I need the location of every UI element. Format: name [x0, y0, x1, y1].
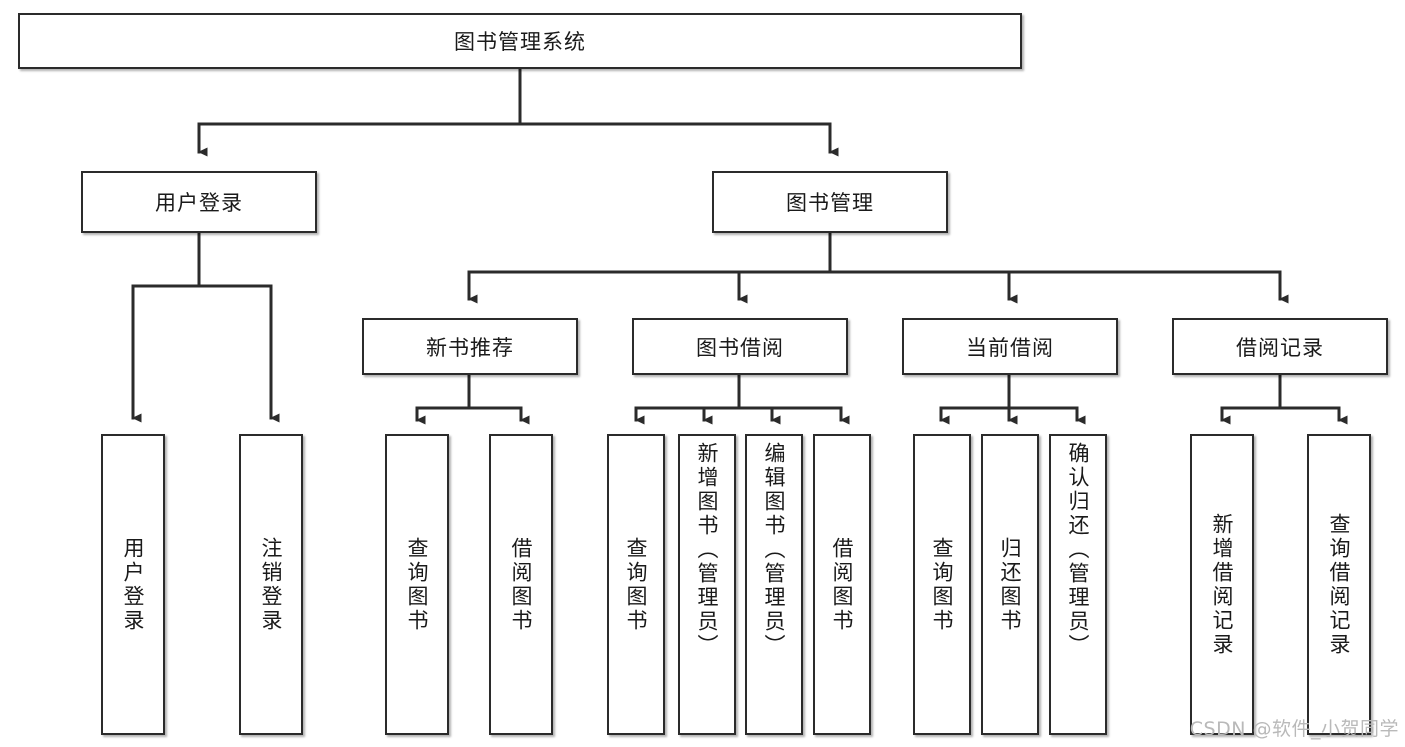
node-label: 借阅记录 [1236, 335, 1324, 360]
node-leaf-confirm-return-admin[interactable]: 确认归还（管理员） [1049, 434, 1107, 735]
node-label: 当前借阅 [966, 335, 1054, 360]
node-label: 查询图书 [624, 536, 649, 633]
node-leaf-query-book-current[interactable]: 查询图书 [913, 434, 971, 735]
node-label: 新增图书（管理员） [695, 442, 720, 658]
node-leaf-borrow-book-recommend[interactable]: 借阅图书 [489, 434, 553, 735]
node-current-borrow[interactable]: 当前借阅 [902, 318, 1118, 375]
node-root-book-management-system[interactable]: 图书管理系统 [18, 13, 1022, 69]
node-label: 查询图书 [405, 536, 430, 633]
node-label: 用户登录 [121, 536, 146, 633]
node-label: 归还图书 [998, 536, 1023, 633]
node-label: 图书管理系统 [454, 30, 586, 54]
node-leaf-return-book[interactable]: 归还图书 [981, 434, 1039, 735]
node-label: 编辑图书（管理员） [762, 442, 787, 658]
node-label: 借阅图书 [830, 536, 855, 633]
node-new-book-recommend[interactable]: 新书推荐 [362, 318, 578, 375]
node-label: 用户登录 [155, 191, 243, 215]
node-label: 图书管理 [786, 191, 874, 215]
node-leaf-add-borrow-record[interactable]: 新增借阅记录 [1190, 434, 1254, 735]
node-label: 查询图书 [930, 536, 955, 633]
node-borrow-record[interactable]: 借阅记录 [1172, 318, 1388, 375]
node-label: 查询借阅记录 [1327, 512, 1352, 657]
csdn-watermark: CSDN @软件_小贺同学 [1189, 718, 1399, 740]
node-user-login[interactable]: 用户登录 [81, 171, 317, 233]
node-leaf-query-book-borrow[interactable]: 查询图书 [607, 434, 665, 735]
node-leaf-user-login[interactable]: 用户登录 [101, 434, 165, 735]
node-label: 确认归还（管理员） [1066, 442, 1091, 658]
node-book-borrow[interactable]: 图书借阅 [632, 318, 848, 375]
node-label: 新增借阅记录 [1210, 512, 1235, 657]
node-label: 借阅图书 [509, 536, 534, 633]
node-leaf-logout[interactable]: 注销登录 [239, 434, 303, 735]
node-leaf-query-borrow-record[interactable]: 查询借阅记录 [1307, 434, 1371, 735]
node-label: 新书推荐 [426, 335, 514, 360]
node-leaf-query-book-recommend[interactable]: 查询图书 [385, 434, 449, 735]
node-leaf-edit-book-admin[interactable]: 编辑图书（管理员） [745, 434, 803, 735]
node-leaf-borrow-book[interactable]: 借阅图书 [813, 434, 871, 735]
node-book-management[interactable]: 图书管理 [712, 171, 948, 233]
node-label: 图书借阅 [696, 335, 784, 360]
node-label: 注销登录 [259, 536, 284, 633]
node-leaf-add-book-admin[interactable]: 新增图书（管理员） [678, 434, 736, 735]
